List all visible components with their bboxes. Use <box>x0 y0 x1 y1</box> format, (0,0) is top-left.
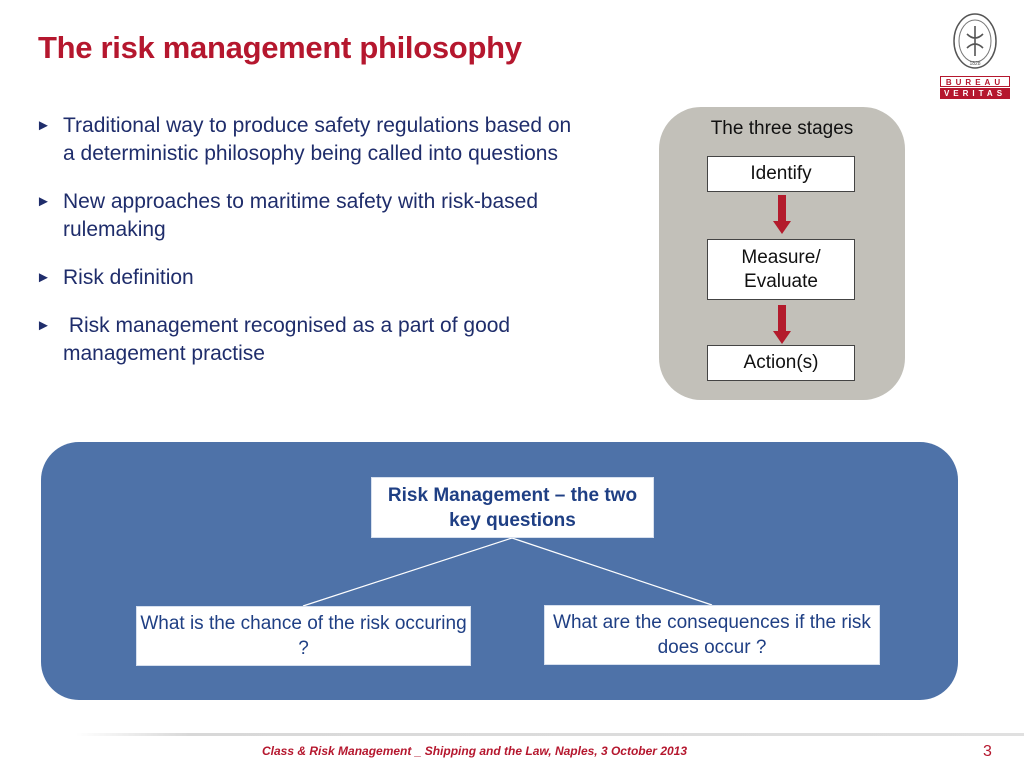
key-questions-title-box: Risk Management – the two key questions <box>371 477 654 538</box>
triangle-bullet-icon: ► <box>36 117 51 134</box>
logo-top-text: BUREAU <box>940 76 1010 87</box>
bullet-text: New approaches to maritime safety with r… <box>63 190 539 241</box>
stage-measure-evaluate: Measure/ Evaluate <box>707 239 855 300</box>
bullet-list: ► Traditional way to produce safety regu… <box>36 112 576 388</box>
footer-text: Class & Risk Management _ Shipping and t… <box>262 744 688 758</box>
question-consequences-box: What are the consequences if the risk do… <box>544 605 880 665</box>
key-questions-panel: Risk Management – the two key questions … <box>41 442 958 700</box>
bullet-text: Risk definition <box>63 266 194 289</box>
stages-title: The three stages <box>710 118 854 139</box>
seal-year: 1828 <box>969 61 980 67</box>
arrow-down-icon <box>773 305 791 344</box>
bullet-item: ► Risk management recognised as a part o… <box>36 312 576 368</box>
bullet-text: Traditional way to produce safety regula… <box>63 114 572 165</box>
question-chance-box: What is the chance of the risk occuring … <box>136 606 471 666</box>
slide-title: The risk management philosophy <box>38 30 522 65</box>
footer-divider <box>76 733 1024 736</box>
bullet-text: Risk management recognised as a part of … <box>63 314 516 365</box>
seal-icon: 1828 <box>953 13 997 69</box>
triangle-bullet-icon: ► <box>36 269 51 286</box>
bullet-item: ► New approaches to maritime safety with… <box>36 188 576 244</box>
logo-bottom-text: VERITAS <box>940 88 1010 99</box>
bullet-item: ► Risk definition <box>36 264 576 292</box>
bullet-item: ► Traditional way to produce safety regu… <box>36 112 576 168</box>
connector-line-right <box>511 537 713 606</box>
triangle-bullet-icon: ► <box>36 317 51 334</box>
bureau-veritas-logo: 1828 BUREAU VERITAS <box>938 12 1010 99</box>
connector-lines <box>302 537 713 607</box>
page-number: 3 <box>983 743 992 760</box>
stage-identify: Identify <box>707 156 855 192</box>
three-stages-panel: The three stages Identify Measure/ Evalu… <box>659 107 905 400</box>
connector-line-left <box>302 537 513 607</box>
triangle-bullet-icon: ► <box>36 193 51 210</box>
stage-actions: Action(s) <box>707 345 855 381</box>
arrow-down-icon <box>773 195 791 234</box>
